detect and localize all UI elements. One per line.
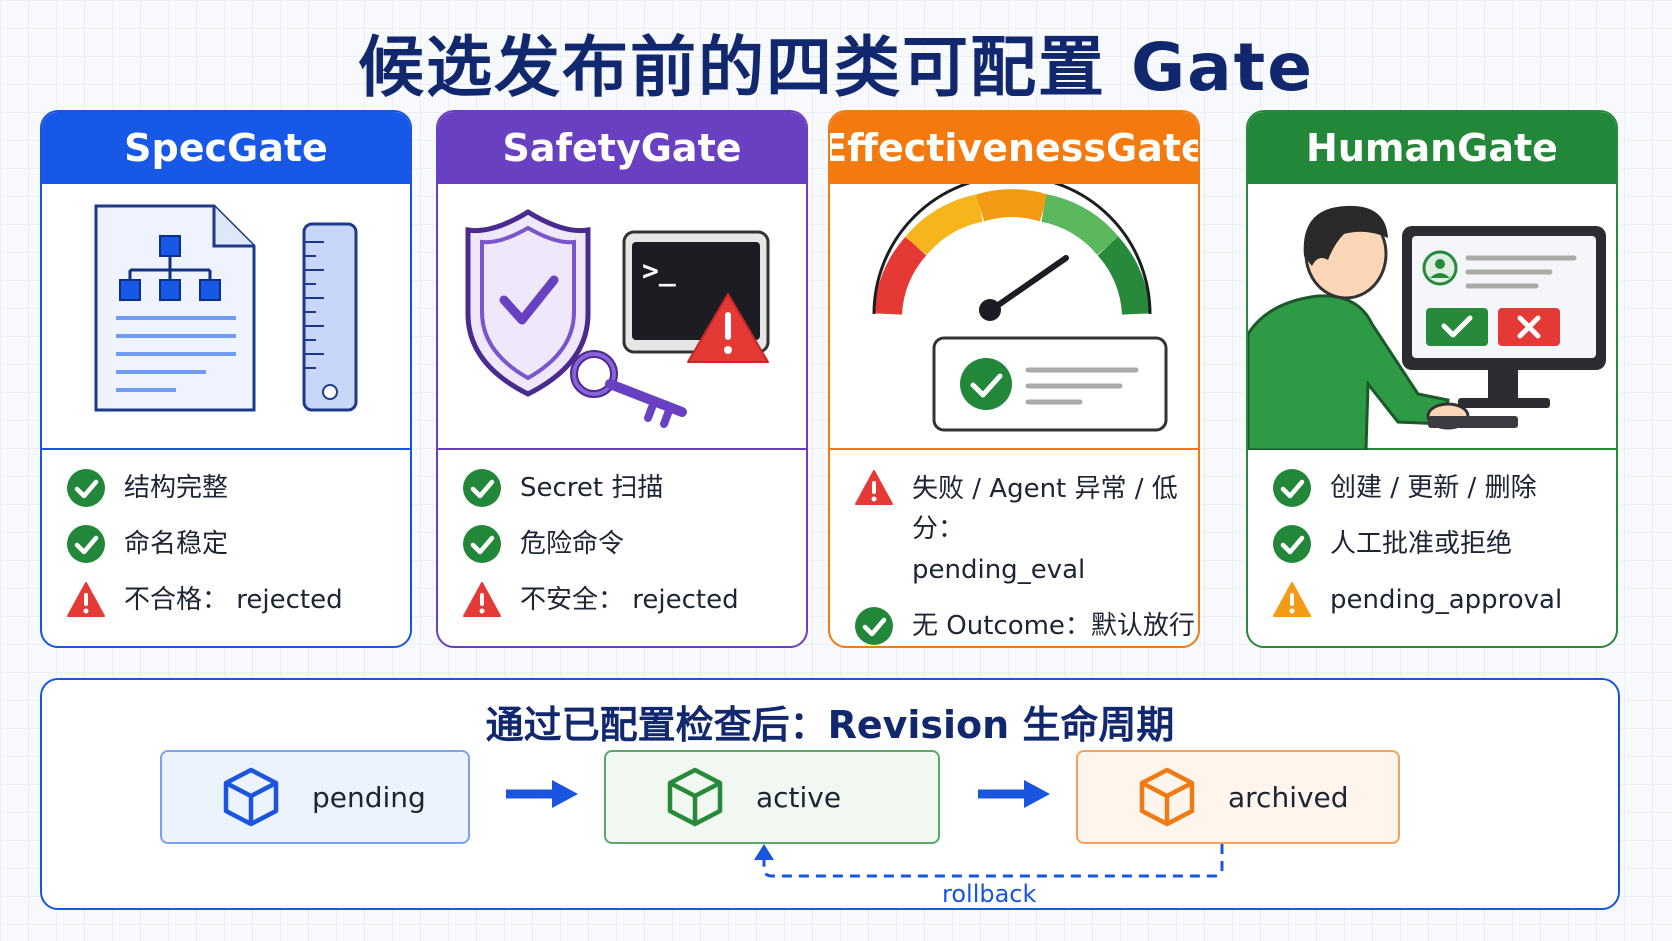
item-label: 人工批准或拒绝 bbox=[1330, 529, 1513, 559]
effectiveness-gate-header: EffectivenessGate bbox=[830, 112, 1198, 184]
revision-lifecycle-panel: 通过已配置检查后：Revision 生命周期 pending active ar… bbox=[40, 678, 1620, 910]
safety-gate-illustration: >_ bbox=[438, 184, 806, 450]
state-active: active bbox=[604, 750, 940, 844]
list-item: 危险命令 bbox=[462, 524, 806, 564]
list-item: Secret 扫描 bbox=[462, 468, 806, 508]
warning-icon bbox=[463, 582, 501, 617]
item-label: 危险命令 bbox=[520, 529, 625, 559]
list-item: 不合格： rejected bbox=[66, 580, 410, 620]
list-item: pending_approval bbox=[1272, 580, 1616, 620]
list-item: 不安全： rejected bbox=[462, 580, 806, 620]
arrow-right-icon bbox=[978, 780, 1050, 808]
effectiveness-gate-illustration bbox=[830, 174, 1198, 450]
list-item: 创建 / 更新 / 删除 bbox=[1272, 468, 1616, 508]
gauge-icon bbox=[872, 174, 1168, 432]
shield-terminal-key-icon: >_ bbox=[465, 209, 770, 428]
list-item: 结构完整 bbox=[66, 468, 410, 508]
safety-gate-card: SafetyGate >_ Secret 扫描 危险命令 bbox=[436, 110, 808, 648]
state-label: archived bbox=[1228, 780, 1349, 814]
page-title: 候选发布前的四类可配置 Gate bbox=[358, 29, 1314, 106]
item-label: 不合格： rejected bbox=[124, 585, 343, 615]
spec-gate-card: SpecGate bbox=[40, 110, 412, 648]
list-item: 人工批准或拒绝 bbox=[1272, 524, 1616, 564]
lifecycle-title: 通过已配置检查后：Revision 生命周期 bbox=[485, 703, 1175, 747]
state-archived: archived bbox=[1076, 750, 1400, 844]
check-icon bbox=[463, 525, 501, 563]
reviewer-at-computer-icon bbox=[1248, 205, 1606, 452]
list-item: 无 Outcome：默认放行 bbox=[854, 606, 1198, 646]
rollback-arrow bbox=[754, 844, 1224, 878]
state-label: active bbox=[756, 780, 842, 814]
item-label: 命名稳定 bbox=[124, 529, 229, 559]
document-tree-icon bbox=[94, 204, 358, 412]
warning-icon bbox=[855, 470, 893, 505]
human-gate-illustration bbox=[1248, 184, 1616, 452]
item-label: 不安全： rejected bbox=[520, 585, 739, 615]
svg-text:>_: >_ bbox=[642, 254, 676, 287]
spec-gate-illustration bbox=[42, 184, 410, 450]
check-icon bbox=[855, 607, 893, 645]
warning-icon bbox=[67, 582, 105, 617]
item-label: 创建 / 更新 / 删除 bbox=[1330, 473, 1537, 503]
spec-gate-header: SpecGate bbox=[42, 112, 410, 184]
item-label: 失败 / Agent 异常 / 低分： bbox=[912, 474, 1178, 544]
item-label: Secret 扫描 bbox=[520, 473, 664, 503]
check-icon bbox=[1273, 525, 1311, 563]
list-item: 失败 / Agent 异常 / 低分： pending_eval bbox=[854, 468, 1198, 590]
warning-orange-icon bbox=[1273, 582, 1311, 617]
rollback-label: rollback bbox=[942, 880, 1037, 908]
arrow-right-icon bbox=[506, 780, 578, 808]
cube-icon bbox=[223, 767, 279, 827]
cube-icon bbox=[1139, 767, 1195, 827]
state-label: pending bbox=[312, 780, 426, 814]
human-gate-header: HumanGate bbox=[1248, 112, 1616, 184]
check-icon bbox=[1273, 469, 1311, 507]
check-icon bbox=[463, 469, 501, 507]
check-icon bbox=[67, 525, 105, 563]
item-label: pending_approval bbox=[1330, 585, 1563, 615]
safety-gate-header: SafetyGate bbox=[438, 112, 806, 184]
list-item: 命名稳定 bbox=[66, 524, 410, 564]
check-icon bbox=[67, 469, 105, 507]
cube-icon bbox=[667, 767, 723, 827]
effectiveness-gate-card: EffectivenessGate 失败 / Agent 异常 / 低分： pe… bbox=[828, 110, 1200, 648]
item-label-status: pending_eval bbox=[912, 555, 1086, 585]
item-label: 结构完整 bbox=[124, 473, 229, 503]
item-label: 无 Outcome：默认放行 bbox=[912, 611, 1195, 641]
human-gate-card: HumanGate 创建 / 更新 / 删除 bbox=[1246, 110, 1618, 648]
state-pending: pending bbox=[160, 750, 470, 844]
